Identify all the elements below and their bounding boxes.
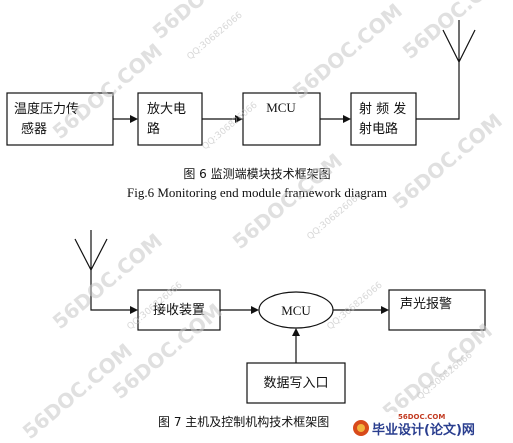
connector-receiver-to-mcu	[220, 306, 259, 314]
connector-mcu-to-rf	[320, 115, 351, 123]
connector-input-to-mcu	[292, 328, 300, 363]
figure-6-caption-en: Fig.6 Monitoring end module framework di…	[127, 185, 387, 200]
connector-rf-to-antenna	[416, 62, 460, 120]
figure-6-caption-cn: 图 6 监测端模块技术框架图	[183, 167, 330, 181]
connector-sensor-to-amp	[113, 115, 138, 123]
rf-transmitter-block	[350, 92, 417, 146]
watermark-site: 56DOC.COM	[228, 148, 347, 253]
watermark-site: 56DOC.COM	[378, 318, 497, 423]
alarm-block	[388, 289, 486, 331]
brand-logo: 56DOC.COM 毕业设计(论文)网	[350, 412, 510, 440]
figure-6: 温度压力传 感器 放大电 路 MCU 射 频 发 射电路 图 6 监测端模块技术…	[6, 20, 476, 200]
amplifier-label-line2: 路	[147, 121, 160, 137]
rf-label-line2: 射电路	[359, 121, 398, 137]
watermark-site: 56DOC.COM	[288, 0, 407, 104]
watermark-qq: QQ:306826066	[186, 10, 245, 62]
amplifier-block	[137, 92, 203, 146]
brand-name: 毕业设计(论文)网	[372, 422, 475, 438]
alarm-label: 声光报警	[400, 296, 452, 312]
mcu-label: MCU	[281, 303, 311, 318]
data-input-block	[246, 362, 346, 404]
amplifier-label-line1: 放大电	[147, 102, 186, 117]
connector-amp-to-mcu	[202, 115, 243, 123]
rf-label-line1: 射 频 发	[359, 101, 406, 117]
brand-domain: 56DOC.COM	[398, 413, 445, 421]
receiver-label: 接收装置	[153, 302, 205, 318]
watermark-qq: QQ:306826066	[326, 280, 385, 332]
mcu-label: MCU	[266, 100, 296, 115]
sensor-label-line1: 温度压力传	[14, 101, 79, 117]
antenna-icon	[442, 20, 476, 63]
figure-7-caption-cn: 图 7 主机及控制机构技术框架图	[158, 414, 329, 429]
receiver-block	[137, 289, 221, 331]
data-input-label: 数据写入口	[263, 376, 328, 391]
connector-antenna-to-receiver	[90, 270, 138, 314]
antenna-icon	[74, 230, 108, 271]
sensor-block	[6, 92, 114, 146]
sensor-label-line2: 感器	[21, 121, 47, 137]
figure-7: 接收装置 MCU 声光报警 数据写入口 图 7 主机及控制机构技术框架图	[74, 230, 486, 429]
connector-mcu-to-alarm	[333, 306, 389, 314]
